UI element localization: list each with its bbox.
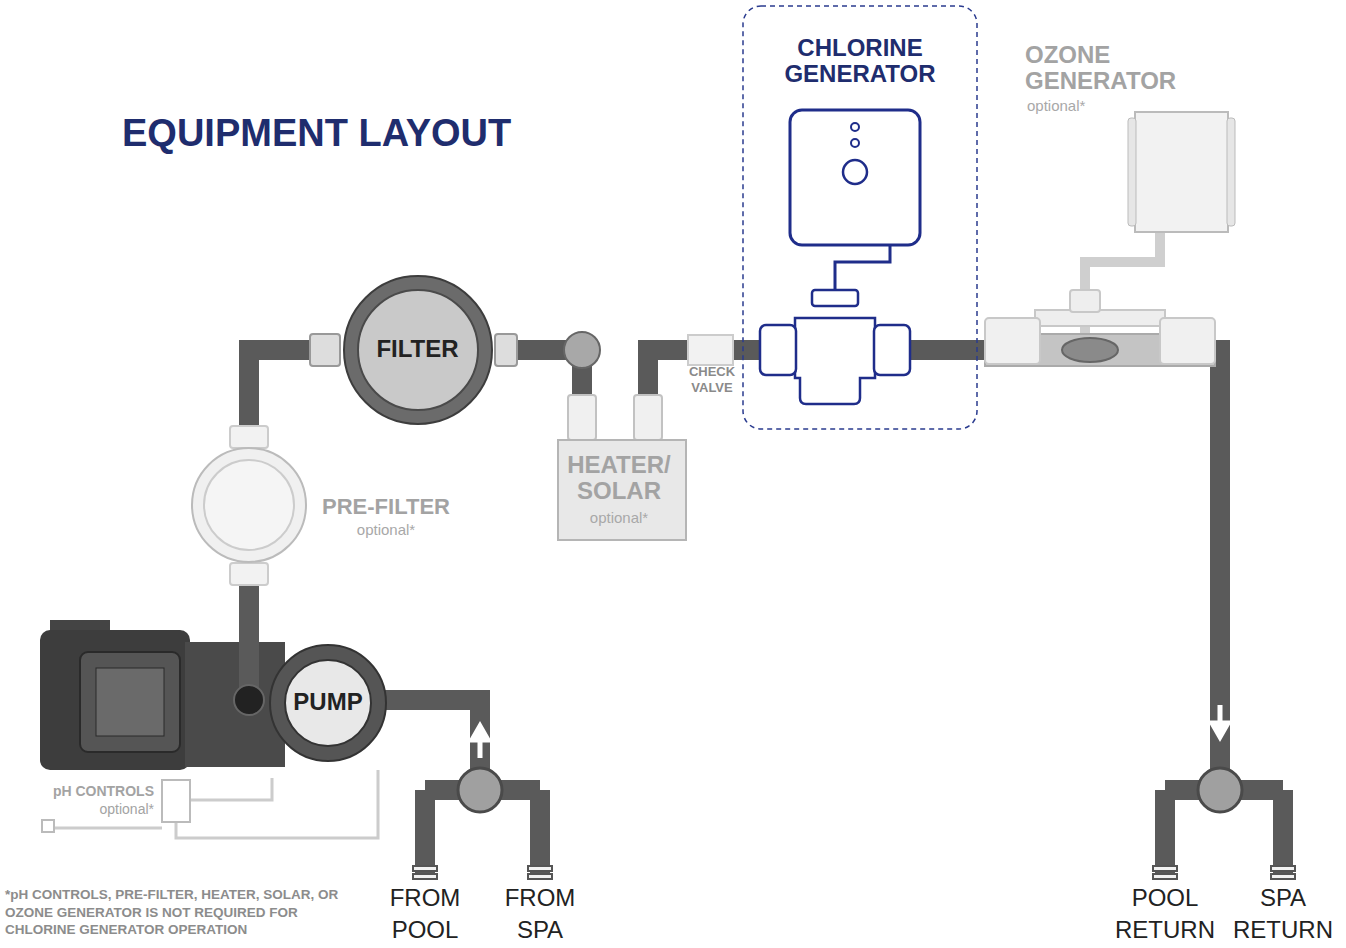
ozone-manifold	[985, 290, 1215, 366]
pipe-ends	[413, 866, 1295, 879]
control-wire	[190, 778, 272, 800]
check-valve	[688, 335, 733, 365]
node-heading: pH CONTROLS	[38, 784, 154, 799]
ph-controls-box-outline	[162, 780, 190, 822]
node-heading: PUMP	[288, 689, 368, 715]
node-note: optional*	[1027, 98, 1127, 115]
tee-valve	[564, 332, 600, 368]
ph-controls-box: pH CONTROLSoptional*	[162, 780, 190, 822]
port-label: FROM SPA	[495, 882, 585, 947]
node-heading: OZONE GENERATOR	[1025, 42, 1195, 95]
footnote: *pH CONTROLS, PRE-FILTER, HEATER, SOLAR,…	[5, 886, 350, 939]
pre-filter: PRE-FILTERoptional*	[192, 448, 307, 563]
port-label: FROM POOL	[380, 882, 470, 947]
port-label: POOL RETURN	[1100, 882, 1230, 947]
intake-valve	[458, 768, 502, 812]
heater-ports	[568, 395, 662, 440]
filter-tank: FILTER	[340, 275, 495, 425]
node-heading: HEATER/ SOLAR	[558, 452, 680, 505]
port-label: SPA RETURN	[1223, 882, 1343, 947]
ozone-generator-box: OZONE GENERATORoptional*	[1135, 112, 1228, 232]
node-note: optional*	[346, 522, 426, 539]
node-heading: FILTER	[340, 336, 495, 362]
ozone-generator-box-outline	[1135, 112, 1228, 232]
heater-solar-box: HEATER/ SOLAR optional*	[558, 440, 686, 540]
component-label: CHECK VALVE	[683, 364, 741, 395]
chlorine-generator-group: CHLORINE GENERATOR	[742, 5, 978, 430]
node-heading: CHLORINE GENERATOR	[742, 35, 978, 88]
node-note: optional*	[38, 802, 154, 817]
node-note: optional*	[558, 510, 680, 527]
node-heading: PRE-FILTER	[316, 495, 456, 519]
flow-arrow-up	[472, 726, 488, 758]
flow-arrow-down	[1212, 705, 1228, 737]
pump: PUMP	[40, 618, 385, 778]
diagram-title: EQUIPMENT LAYOUT	[122, 112, 511, 155]
pre-filter-outline	[192, 448, 307, 563]
return-pipe	[978, 350, 1220, 790]
ph-sensor	[42, 820, 54, 832]
return-valve	[1198, 768, 1242, 812]
